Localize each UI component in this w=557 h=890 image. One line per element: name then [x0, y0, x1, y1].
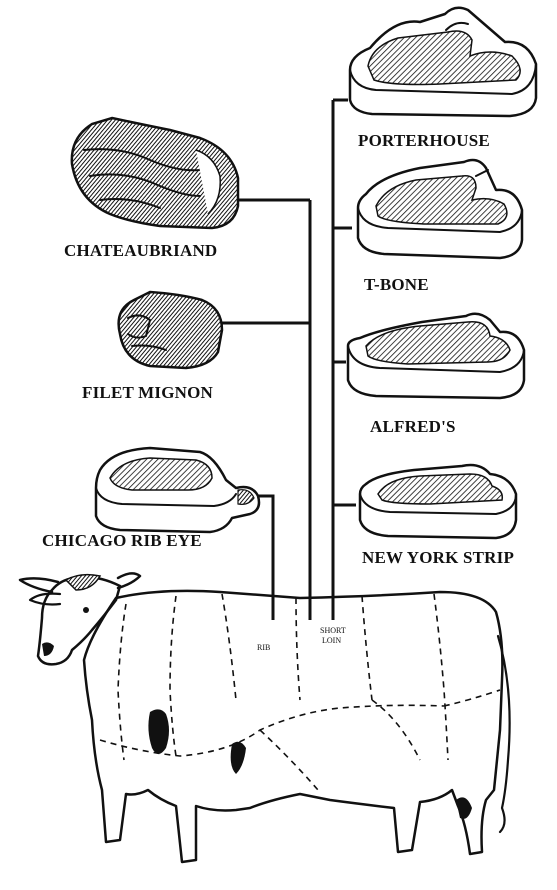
- porterhouse-label: PORTERHOUSE: [358, 131, 490, 150]
- short-loin-cut-label-line1: SHORT: [320, 626, 346, 635]
- filet-mignon-illustration: [119, 292, 222, 368]
- tbone-steak-illustration: [358, 160, 522, 258]
- chateaubriand-label: CHATEAUBRIAND: [64, 241, 217, 260]
- chicago-rib-eye-illustration: [96, 448, 259, 532]
- porterhouse-steak-illustration: [350, 8, 536, 116]
- filet-mignon-label: FILET MIGNON: [82, 383, 214, 402]
- short-loin-cut-label-line2: LOIN: [322, 636, 341, 645]
- new-york-strip-steak-illustration: [360, 465, 516, 538]
- alfreds-steak-illustration: [348, 314, 524, 398]
- rib-cut-label: RIB: [257, 643, 270, 652]
- alfreds-label: ALFRED'S: [370, 417, 456, 436]
- connector-lines: [222, 100, 356, 620]
- chicago-rib-eye-label: CHICAGO RIB EYE: [42, 531, 202, 550]
- chateaubriand-illustration: [72, 118, 238, 228]
- new-york-strip-label: NEW YORK STRIP: [362, 548, 514, 567]
- tbone-label: T-BONE: [364, 275, 429, 294]
- cow-illustration: [20, 573, 510, 862]
